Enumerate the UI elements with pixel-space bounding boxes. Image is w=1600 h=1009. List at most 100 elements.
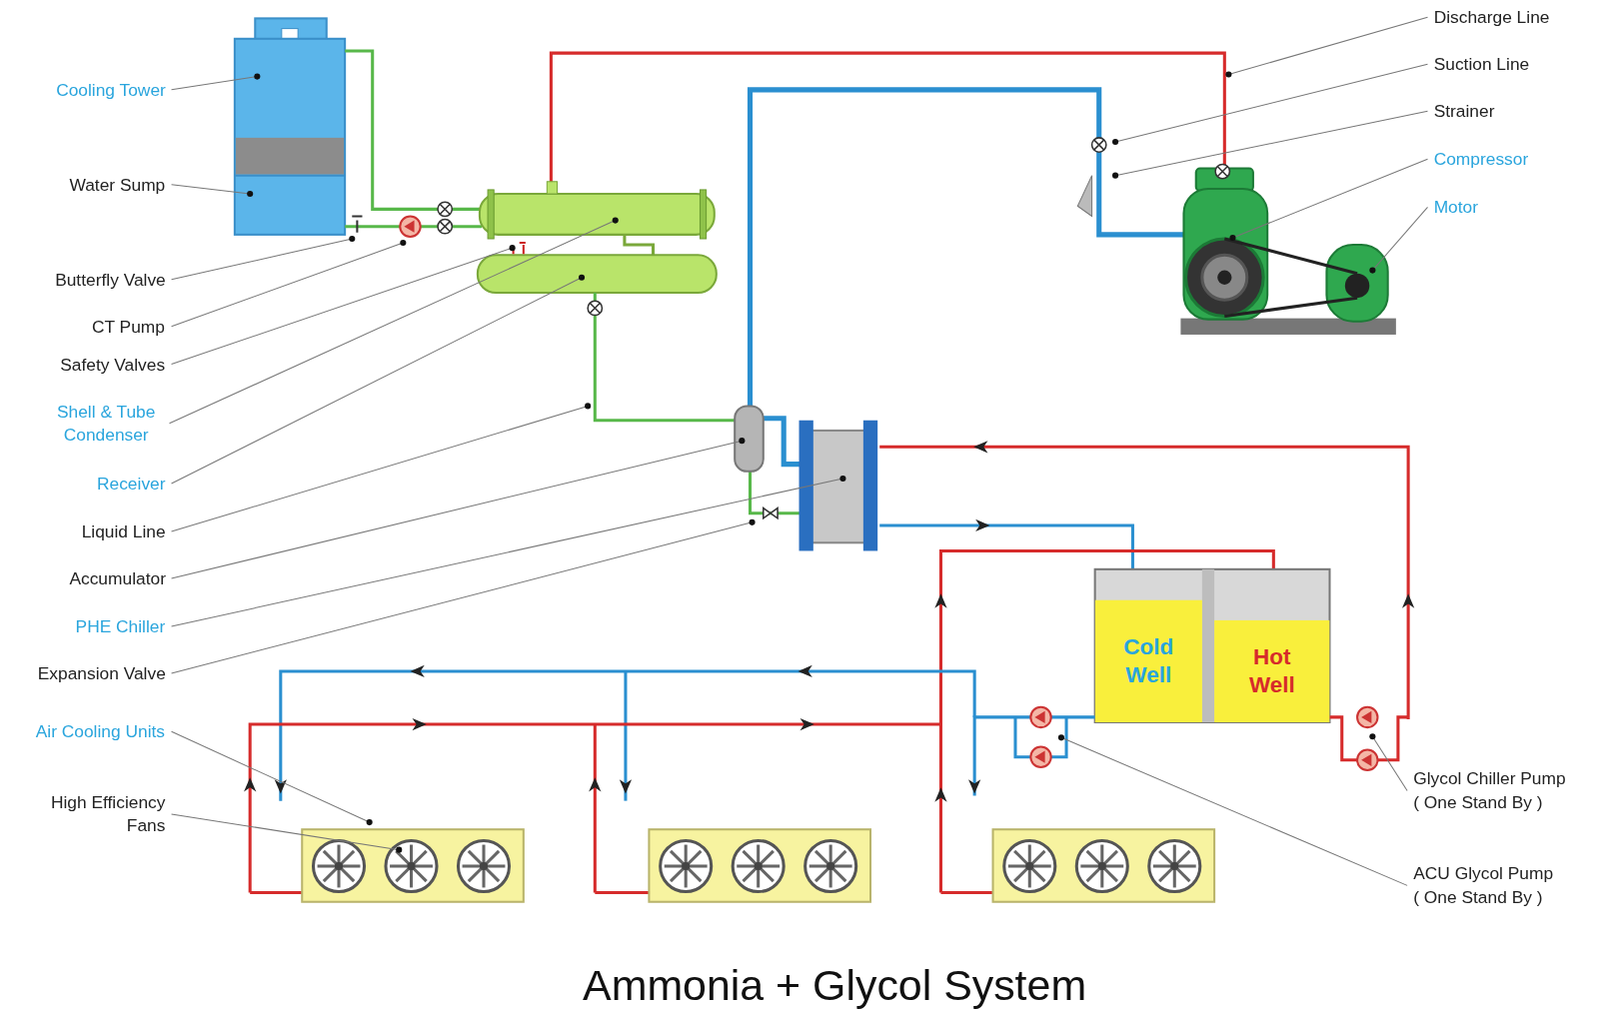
fan-ring xyxy=(732,840,784,892)
leader-dot xyxy=(1225,70,1232,77)
leader-dot xyxy=(1369,733,1376,740)
leader-dot xyxy=(1229,234,1236,241)
leader-line xyxy=(171,238,353,280)
leader-line xyxy=(171,814,400,851)
fan-ring xyxy=(385,840,437,892)
fan-ring xyxy=(1004,840,1056,892)
fan-hub xyxy=(406,862,415,871)
valve-symbol xyxy=(587,300,602,315)
leader-line xyxy=(171,522,753,674)
fan-ring xyxy=(805,840,857,892)
part-label: Suction Line xyxy=(1434,52,1531,76)
fan-hub xyxy=(479,862,488,871)
leader-dot xyxy=(399,239,406,246)
part-label: Air Cooling Units xyxy=(35,719,165,743)
part-label: Butterfly Valve xyxy=(54,267,166,291)
valve-cross xyxy=(439,203,450,214)
flow-arrow xyxy=(588,777,601,792)
part-label: Cooling Tower xyxy=(55,77,166,101)
well-box: Hot Well xyxy=(1214,620,1330,723)
diagram-title: Ammonia + Glycol System xyxy=(582,961,1087,1009)
flow-arrow xyxy=(973,440,988,453)
flow-arrow xyxy=(243,777,256,792)
fan-ring xyxy=(1149,840,1201,892)
pump-arrow xyxy=(1361,711,1372,724)
fan-hub xyxy=(1025,862,1034,871)
part-label: Discharge Line xyxy=(1434,5,1551,29)
flow-arrow xyxy=(934,593,947,608)
flow-arrow xyxy=(409,665,424,678)
fan-hub xyxy=(1170,862,1179,871)
part-label: High Efficiency Fans xyxy=(34,790,166,838)
leader-line xyxy=(1115,110,1428,175)
leader-dot xyxy=(584,402,591,409)
valve-symbol xyxy=(437,219,452,234)
fan-hub xyxy=(334,862,343,871)
fan-hub xyxy=(681,862,690,871)
leader-dot xyxy=(839,475,846,482)
butterfly-valve xyxy=(351,215,362,232)
leader-dot xyxy=(246,190,253,197)
leader-line xyxy=(1115,63,1428,142)
fan-ring xyxy=(660,840,712,892)
leader-dot xyxy=(253,73,260,80)
part-label: Safety Valves xyxy=(59,352,165,376)
valve-symbol xyxy=(1092,137,1107,152)
leader-line xyxy=(1372,206,1428,270)
flow-arrow xyxy=(800,718,815,731)
flow-arrow xyxy=(412,718,427,731)
flow-arrow xyxy=(619,779,632,794)
pump-arrow xyxy=(1361,754,1372,767)
leader-dot xyxy=(748,519,755,526)
part-label: CT Pump xyxy=(91,314,165,338)
leader-dot xyxy=(612,217,619,224)
leader-line xyxy=(1061,737,1408,886)
leader-line xyxy=(171,478,844,627)
well-label: Hot Well xyxy=(1235,642,1310,700)
part-label: PHE Chiller xyxy=(75,614,166,638)
valve-cross xyxy=(589,302,600,313)
flow-arrow xyxy=(975,519,990,532)
fan-hub xyxy=(1098,862,1107,871)
leader-line xyxy=(171,184,251,194)
valve-symbol xyxy=(437,201,452,216)
part-label: Accumulator xyxy=(68,566,165,590)
leader-dot xyxy=(738,437,745,444)
leader-line xyxy=(171,277,582,484)
leader-line xyxy=(171,247,513,364)
flow-arrow xyxy=(968,779,981,794)
valve-cross xyxy=(1217,165,1228,176)
fan-ring xyxy=(1076,840,1128,892)
leader-line xyxy=(171,731,370,823)
leader-line xyxy=(169,220,616,424)
part-label: Strainer xyxy=(1434,99,1496,123)
part-label: ACU Glycol Pump ( One Stand By ) xyxy=(1413,862,1557,910)
part-label: Water Sump xyxy=(68,172,165,196)
leader-line xyxy=(171,405,589,532)
pump-symbol xyxy=(1030,707,1051,728)
pump-arrow xyxy=(1034,751,1045,764)
part-label: Motor xyxy=(1434,195,1479,219)
fan-ring xyxy=(312,840,364,892)
pump-symbol xyxy=(1357,750,1378,771)
well-box: Cold Well xyxy=(1095,599,1203,723)
pump-symbol xyxy=(1357,707,1378,728)
leader-line xyxy=(171,440,743,579)
leader-dot xyxy=(1112,172,1119,179)
part-label: Glycol Chiller Pump ( One Stand By ) xyxy=(1413,767,1571,815)
well-label: Cold Well xyxy=(1111,632,1186,690)
leader-dot xyxy=(1369,267,1376,274)
fan-hub xyxy=(754,862,763,871)
flow-arrow xyxy=(934,787,947,802)
leader-line xyxy=(1228,16,1428,74)
leader-line xyxy=(171,76,258,90)
leader-line xyxy=(1372,736,1408,791)
flow-arrow xyxy=(798,665,813,678)
fan-hub xyxy=(826,862,835,871)
valve-symbol xyxy=(1215,163,1230,178)
part-label: Shell & Tube Condenser xyxy=(48,399,163,447)
part-label: Receiver xyxy=(96,471,166,495)
